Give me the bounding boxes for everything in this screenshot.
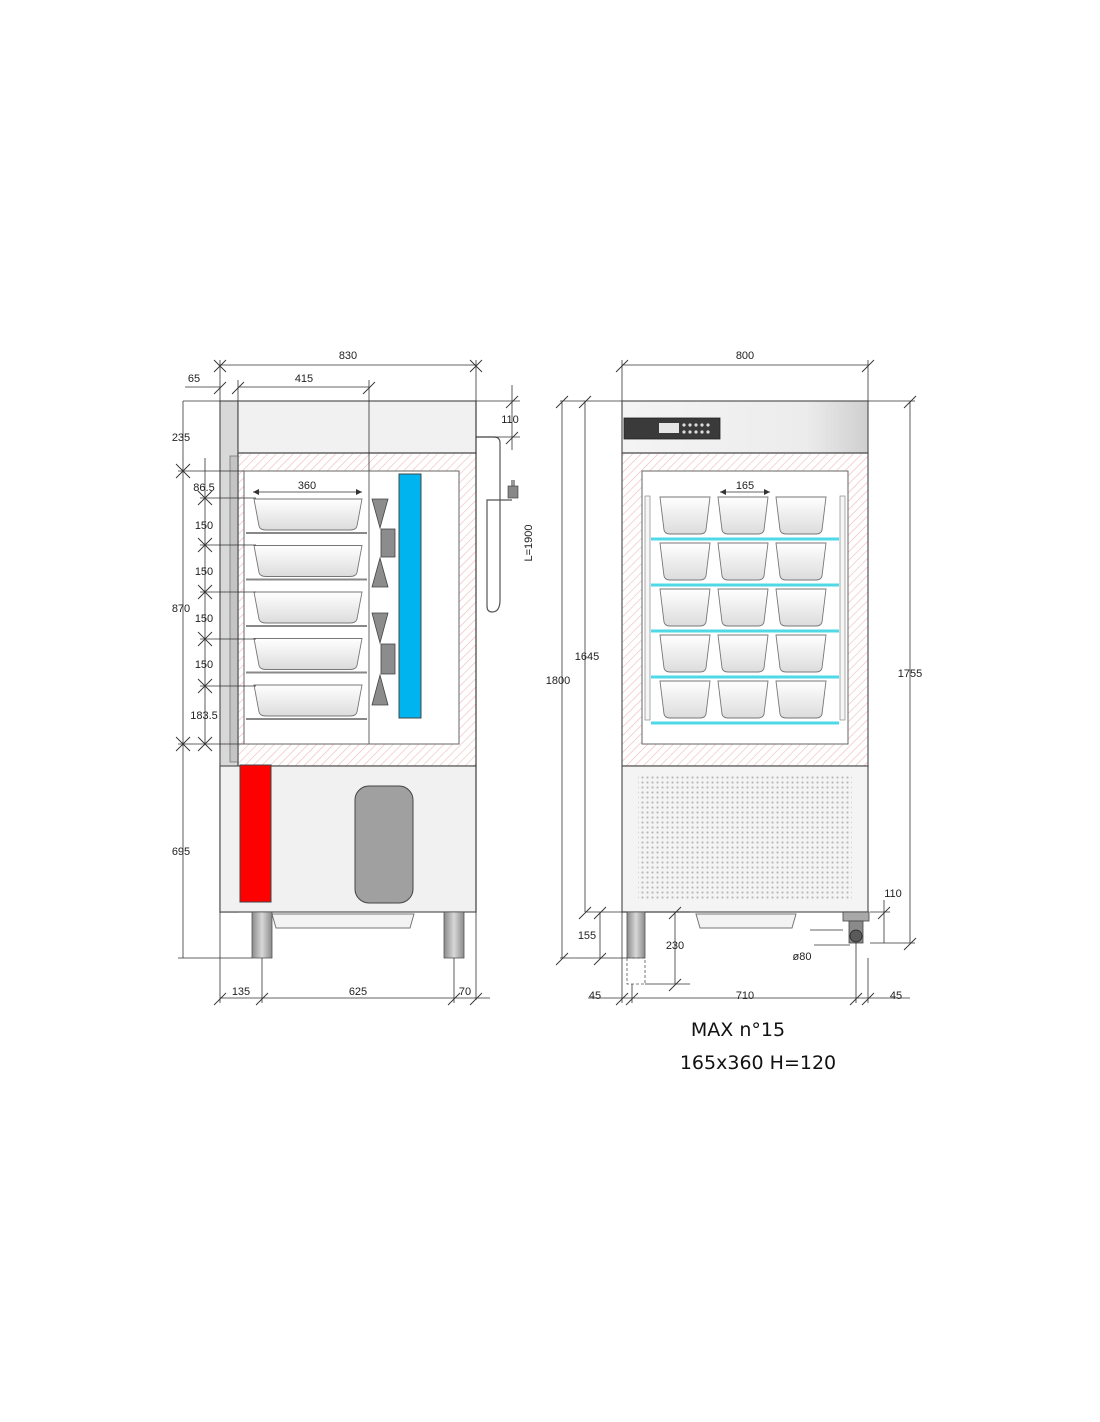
left-foot xyxy=(626,911,646,959)
side-dimensions: 830 65 415 235 110 L=1900 360 86.5 150 1… xyxy=(172,350,535,1006)
side-pan xyxy=(253,498,363,531)
capacity-caption: MAX n°15 xyxy=(691,1019,785,1041)
display xyxy=(659,423,679,433)
pan-size-caption: 165x360 H=120 xyxy=(680,1052,836,1074)
drip-tray-front xyxy=(695,913,797,929)
side-pan xyxy=(253,545,363,577)
front-pan xyxy=(775,542,827,581)
dim-caster-height: 110 xyxy=(884,888,902,900)
dim-bottom-mid: 625 xyxy=(349,986,367,998)
left-leg xyxy=(251,911,273,959)
front-dimensions: 800 165 1800 1645 1755 155 230 110 ø80 4… xyxy=(546,350,922,1006)
dashed-foot xyxy=(626,957,646,985)
side-pan xyxy=(253,638,363,670)
front-pan xyxy=(717,496,769,535)
dim-front-bottom-mid: 710 xyxy=(736,990,754,1002)
dim-height-right: 1755 xyxy=(898,668,922,680)
evaporator-fan-lower xyxy=(371,612,396,706)
evaporator-fan-upper xyxy=(371,498,396,588)
caster-icon xyxy=(842,911,870,944)
dim-front-bottom-left: 45 xyxy=(589,990,601,1002)
dim-overall-width: 830 xyxy=(339,350,357,362)
front-view: 800 165 1800 1645 1755 155 230 110 ø80 4… xyxy=(546,350,922,1006)
dim-cabinet-height: 870 xyxy=(172,603,190,615)
dim-front-width: 800 xyxy=(736,350,754,362)
front-shelf-rails xyxy=(651,537,839,725)
front-pan xyxy=(659,680,711,719)
front-pan xyxy=(775,588,827,627)
front-pan xyxy=(659,634,711,673)
front-pan xyxy=(659,542,711,581)
dim-pan-width: 165 xyxy=(736,480,754,492)
dim-shelf-pitch-2: 150 xyxy=(195,566,213,578)
dim-pan-length: 360 xyxy=(298,480,316,492)
front-pan-grid xyxy=(659,496,827,719)
dim-cord-offset: 110 xyxy=(501,414,519,426)
water-tank xyxy=(354,785,414,904)
right-leg xyxy=(443,911,465,959)
power-cord xyxy=(476,436,512,613)
dim-bottom-right: 70 xyxy=(459,986,471,998)
front-pan xyxy=(717,542,769,581)
side-pan-stack xyxy=(246,498,367,720)
compressor-panel xyxy=(239,764,272,903)
plug-icon xyxy=(507,480,519,499)
dim-shelf-pitch-4: 150 xyxy=(195,659,213,671)
dim-last-shelf: 183.5 xyxy=(190,710,218,722)
drip-tray xyxy=(271,913,415,929)
front-pan xyxy=(659,588,711,627)
side-pan xyxy=(253,684,363,717)
side-view: 830 65 415 235 110 L=1900 360 86.5 150 1… xyxy=(172,350,535,1006)
dim-body-height: 1645 xyxy=(575,651,599,663)
dim-shelf-pitch-3: 150 xyxy=(195,613,213,625)
front-pan xyxy=(775,496,827,535)
door-handle xyxy=(229,455,239,763)
front-pan xyxy=(659,496,711,535)
control-buttons xyxy=(682,423,710,434)
ventilation-grille xyxy=(638,774,852,900)
front-pan xyxy=(717,634,769,673)
front-pan xyxy=(775,634,827,673)
dim-cord-length: L=1900 xyxy=(523,524,535,561)
dim-base-height: 695 xyxy=(172,846,190,858)
dim-fan-axis: 415 xyxy=(295,373,313,385)
dim-top-height: 235 xyxy=(172,432,190,444)
dim-bottom-left: 135 xyxy=(232,986,250,998)
top-section xyxy=(237,400,477,454)
dim-shelf-pitch-1: 150 xyxy=(195,520,213,532)
front-pan xyxy=(717,588,769,627)
dim-feet-height: 155 xyxy=(578,930,596,942)
side-pan xyxy=(253,591,363,624)
dim-drawer-height: 230 xyxy=(666,940,684,952)
dim-front-offset: 65 xyxy=(188,373,200,385)
dim-caster-diameter: ø80 xyxy=(793,951,812,963)
evaporator-coil xyxy=(398,473,422,719)
front-pan xyxy=(717,680,769,719)
dim-front-bottom-right: 45 xyxy=(890,990,902,1002)
dim-first-shelf: 86.5 xyxy=(193,482,214,494)
dim-total-height: 1800 xyxy=(546,675,570,687)
front-pan xyxy=(775,680,827,719)
